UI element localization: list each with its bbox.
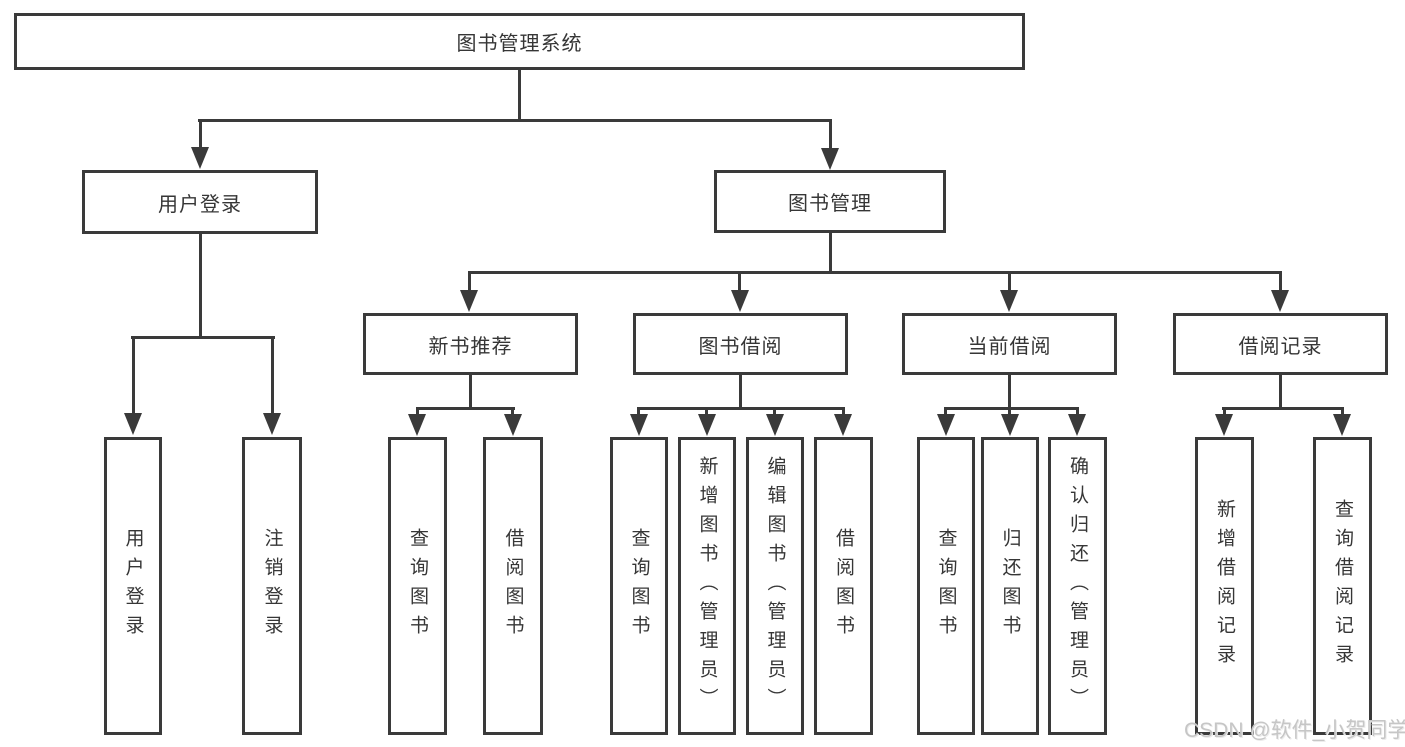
node-bb-borrow-books: 借阅图书 xyxy=(814,437,873,735)
connector-line xyxy=(1279,271,1282,294)
connector-line xyxy=(1279,375,1282,410)
connector-line xyxy=(1341,407,1344,419)
arrowhead-down-icon xyxy=(124,413,142,435)
node-br-add-record-label: 新增借阅记录 xyxy=(1214,499,1235,673)
node-nb-borrow-books: 借阅图书 xyxy=(483,437,543,735)
arrowhead-down-icon xyxy=(1333,414,1351,436)
arrowhead-down-icon xyxy=(698,414,716,436)
connector-line xyxy=(1223,407,1226,419)
node-current-borrowing-label: 当前借阅 xyxy=(967,335,1052,358)
node-book-borrowing-label: 图书借阅 xyxy=(698,335,783,358)
connector-line xyxy=(739,375,742,410)
arrowhead-down-icon xyxy=(263,413,281,435)
node-nb-query-books-label: 查询图书 xyxy=(407,528,428,644)
connector-line xyxy=(944,407,947,419)
arrowhead-down-icon xyxy=(1271,290,1289,312)
node-bb-edit-books-label: 编辑图书（管理员） xyxy=(764,455,786,717)
connector-line xyxy=(468,271,471,294)
node-root-label: 图书管理系统 xyxy=(456,33,583,55)
node-book-management-label: 图书管理 xyxy=(788,193,872,215)
connector-line xyxy=(637,407,845,410)
arrowhead-down-icon xyxy=(834,414,852,436)
connector-line xyxy=(842,407,845,419)
node-leaf-user-login-label: 用户登录 xyxy=(122,528,144,644)
node-book-borrowing: 图书借阅 xyxy=(633,313,848,375)
connector-line xyxy=(829,233,832,274)
arrowhead-down-icon xyxy=(504,414,522,436)
node-cb-query-books: 查询图书 xyxy=(917,437,975,735)
node-leaf-logout-label: 注销登录 xyxy=(261,528,283,644)
node-current-borrowing: 当前借阅 xyxy=(902,313,1117,375)
connector-line xyxy=(1008,271,1011,294)
connector-line xyxy=(637,407,640,419)
connector-line xyxy=(198,119,832,122)
arrowhead-down-icon xyxy=(408,414,426,436)
arrowhead-down-icon xyxy=(1068,414,1086,436)
connector-line xyxy=(271,336,274,418)
node-leaf-user-login: 用户登录 xyxy=(104,437,162,735)
node-cb-query-books-label: 查询图书 xyxy=(935,528,957,644)
arrowhead-down-icon xyxy=(731,290,749,312)
connector-line xyxy=(199,119,202,151)
arrowhead-down-icon xyxy=(766,414,784,436)
node-br-query-record-label: 查询借阅记录 xyxy=(1332,499,1353,673)
node-bb-add-books: 新增图书（管理员） xyxy=(678,437,736,735)
csdn-watermark: CSDN @软件_小贺同学 xyxy=(1184,719,1405,742)
connector-line xyxy=(705,407,708,419)
node-bb-add-books-label: 新增图书（管理员） xyxy=(696,455,718,717)
arrowhead-down-icon xyxy=(630,414,648,436)
node-br-query-record: 查询借阅记录 xyxy=(1313,437,1372,735)
node-cb-confirm-return: 确认归还（管理员） xyxy=(1048,437,1107,735)
arrowhead-down-icon xyxy=(1215,414,1233,436)
node-br-add-record: 新增借阅记录 xyxy=(1195,437,1254,735)
node-new-book-recommend: 新书推荐 xyxy=(363,313,578,375)
connector-line xyxy=(773,407,776,419)
node-borrowing-records-label: 借阅记录 xyxy=(1238,335,1323,358)
node-leaf-logout: 注销登录 xyxy=(242,437,302,735)
arrowhead-down-icon xyxy=(460,290,478,312)
arrowhead-down-icon xyxy=(1001,414,1019,436)
connector-line xyxy=(199,234,202,339)
connector-line xyxy=(469,375,472,410)
connector-line xyxy=(131,336,275,339)
arrowhead-down-icon xyxy=(1000,290,1018,312)
node-nb-borrow-books-label: 借阅图书 xyxy=(502,528,524,644)
node-user-login: 用户登录 xyxy=(82,170,318,234)
connector-line xyxy=(829,119,832,151)
node-bb-query-books-label: 查询图书 xyxy=(628,528,650,644)
connector-line xyxy=(416,407,515,410)
node-cb-confirm-return-label: 确认归还（管理员） xyxy=(1067,455,1088,717)
connector-line xyxy=(511,407,514,419)
connector-line xyxy=(1076,407,1079,419)
node-nb-query-books: 查询图书 xyxy=(388,437,447,735)
node-user-login-label: 用户登录 xyxy=(158,193,242,216)
arrowhead-down-icon xyxy=(821,148,839,170)
connector-line xyxy=(416,407,419,419)
connector-line xyxy=(1008,407,1011,419)
node-borrowing-records: 借阅记录 xyxy=(1173,313,1388,375)
connector-line xyxy=(518,70,521,122)
connector-line xyxy=(468,271,1282,274)
node-new-book-recommend-label: 新书推荐 xyxy=(428,335,513,358)
connector-line xyxy=(944,407,1079,410)
node-bb-query-books: 查询图书 xyxy=(610,437,668,735)
node-bb-edit-books: 编辑图书（管理员） xyxy=(746,437,804,735)
node-bb-borrow-books-label: 借阅图书 xyxy=(833,528,854,644)
connector-line xyxy=(1222,407,1344,410)
node-cb-return-books: 归还图书 xyxy=(981,437,1039,735)
node-root: 图书管理系统 xyxy=(14,13,1025,70)
connector-line xyxy=(1008,375,1011,410)
connector-line xyxy=(738,271,741,294)
arrowhead-down-icon xyxy=(191,147,209,169)
arrowhead-down-icon xyxy=(937,414,955,436)
node-book-management: 图书管理 xyxy=(714,170,946,233)
node-cb-return-books-label: 归还图书 xyxy=(999,528,1021,644)
connector-line xyxy=(132,336,135,418)
